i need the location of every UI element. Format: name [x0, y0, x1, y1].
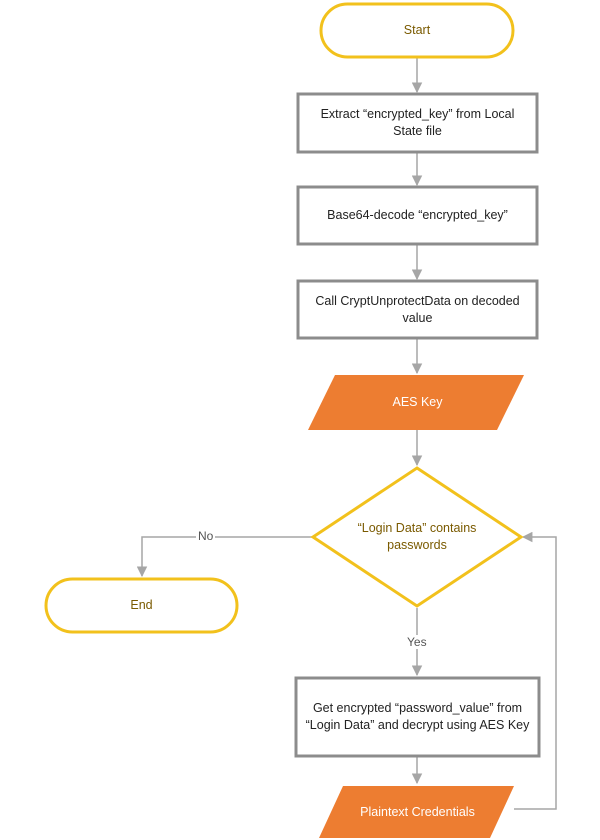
end-label: End [130, 598, 153, 612]
arrow-output-loop-to-decision [514, 531, 557, 810]
step3-label: Call CryptUnprotectData on decoded value [315, 293, 520, 325]
step4-box [294, 676, 541, 758]
decision-label: “Login Data” contains passwords [357, 521, 477, 552]
decision-diamond [310, 466, 524, 608]
step1-box [296, 92, 539, 154]
start-label: Start [403, 23, 431, 37]
step2-box [296, 185, 539, 246]
step2-label: Base64-decode “encrypted_key” [327, 208, 508, 222]
plaintext-credentials-io [319, 786, 514, 838]
aes-key-io [308, 375, 524, 430]
plaintext-credentials-label: Plaintext Credentials [360, 804, 475, 819]
start-terminal [319, 2, 515, 59]
connectors [136, 57, 557, 810]
edge-label-yes: Yes [405, 635, 429, 649]
step4-label: Get encrypted “password_value” from “Log… [305, 701, 530, 732]
step1-label: Extract “encrypted_key” from Local State… [320, 107, 515, 138]
arrow-decision-no-to-end [136, 536, 313, 578]
aes-key-label: AES Key [392, 395, 443, 409]
edge-label-no: No [196, 529, 216, 543]
end-terminal [44, 577, 239, 634]
step3-box [296, 279, 539, 340]
